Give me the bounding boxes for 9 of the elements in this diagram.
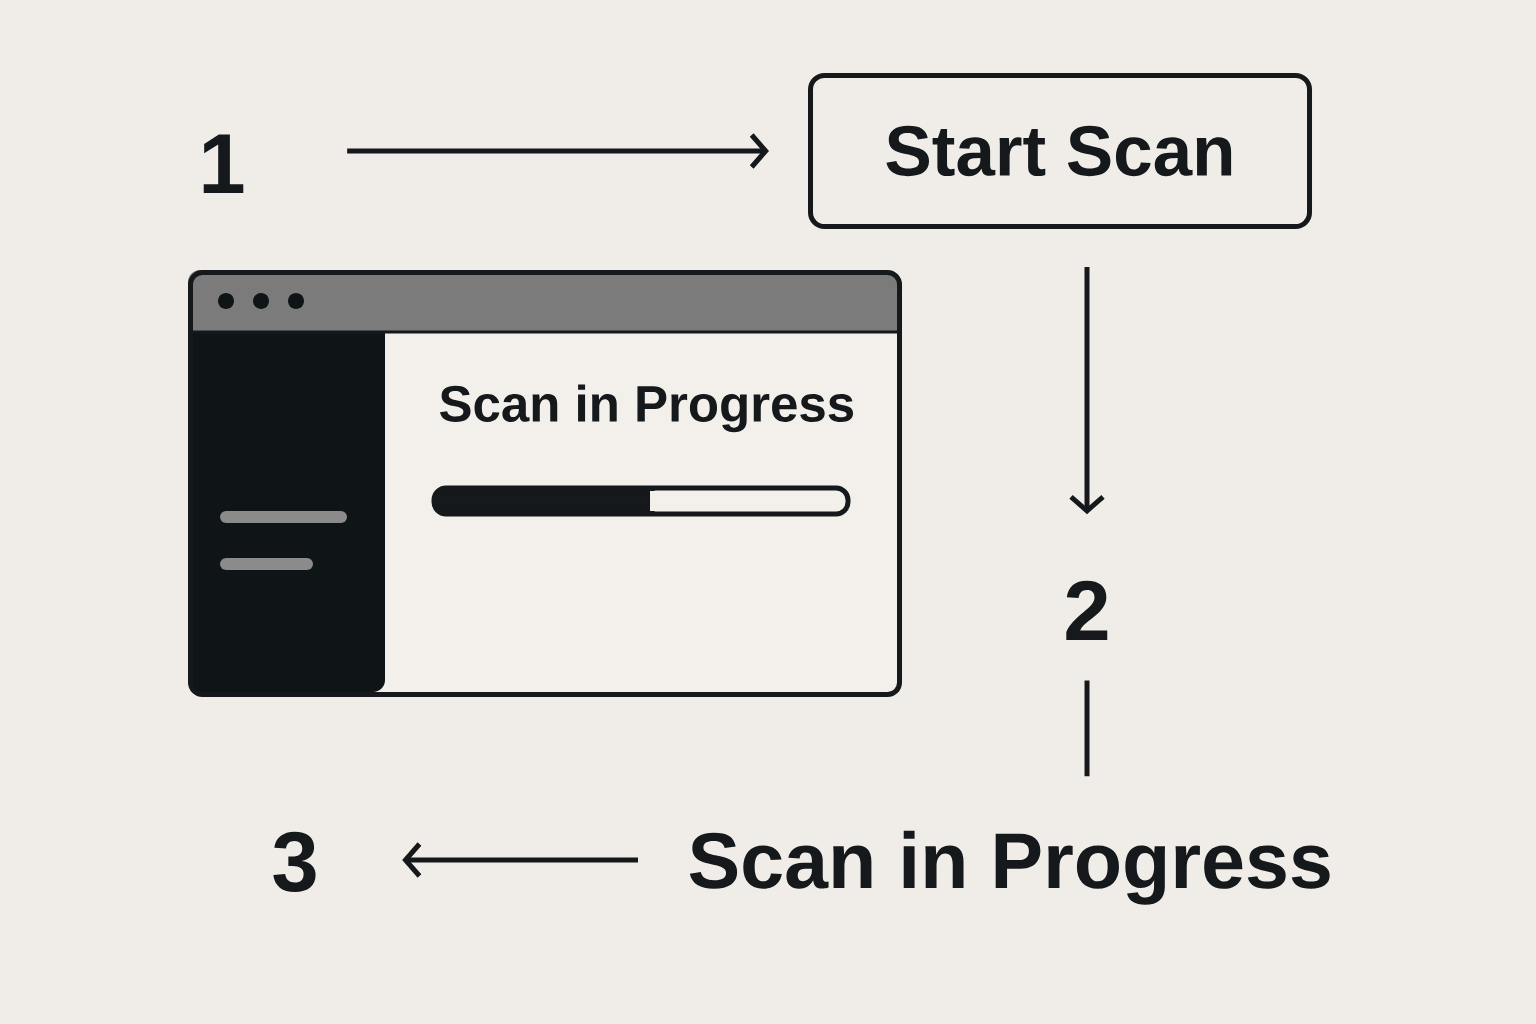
arrow — [347, 133, 769, 169]
step-number: 2 — [1066, 580, 1108, 640]
arrow — [1069, 267, 1105, 515]
status-text: Scan in Progress — [689, 830, 1330, 905]
step-number: 3 — [273, 831, 316, 892]
browser-window: Scan in Progress — [188, 270, 902, 697]
arrow — [402, 842, 638, 878]
button-box: Start Scan — [808, 73, 1312, 229]
step-number: 1 — [203, 134, 244, 193]
